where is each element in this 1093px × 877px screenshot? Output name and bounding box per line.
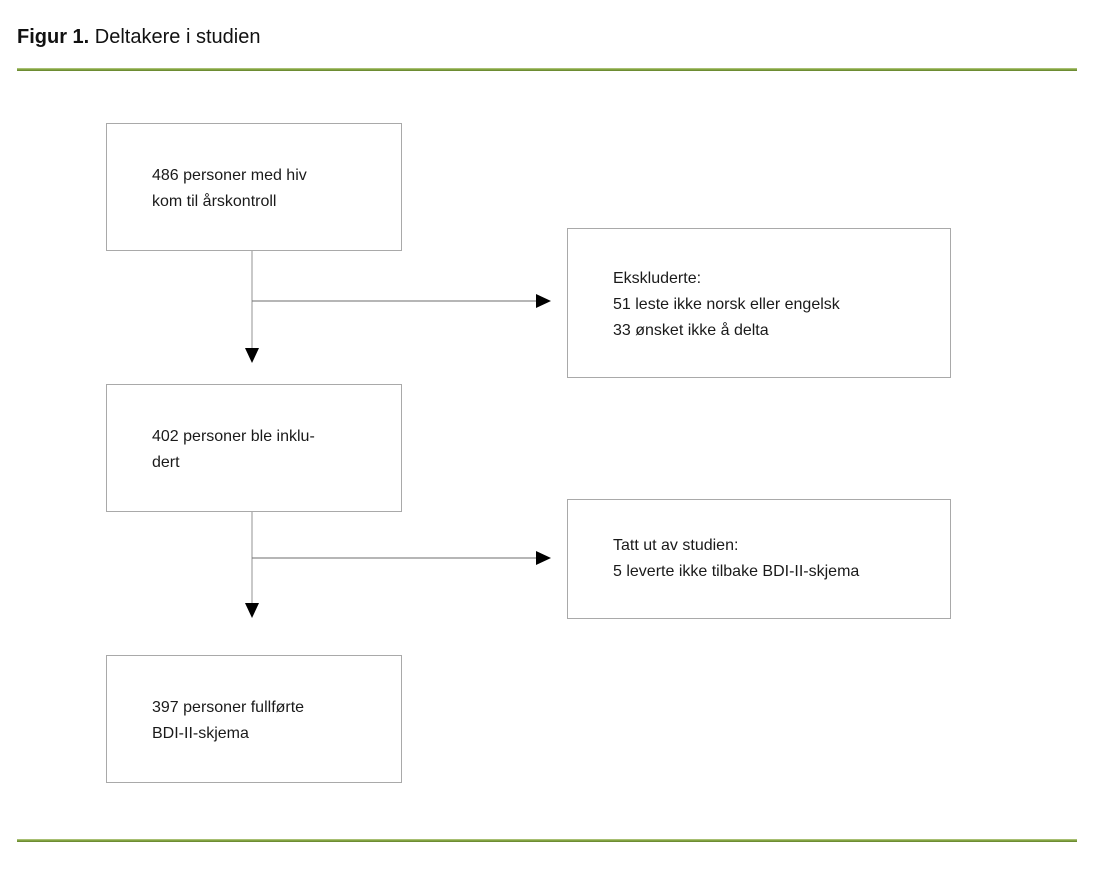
included-box-text: 402 personer ble inklu- dert (152, 428, 315, 471)
included-box: 402 personer ble inklu- dert (106, 384, 402, 512)
arrowhead-screened-to-included (245, 348, 259, 363)
screened-box-text: 486 personer med hiv kom til årskontroll (152, 167, 307, 210)
figure-caption: Deltakere i studien (89, 26, 261, 48)
screened-box: 486 personer med hiv kom til årskontroll (106, 123, 402, 251)
completed-box-text: 397 personer fullførte BDI-II-skjema (152, 699, 305, 742)
arrowhead-included-to-completed (245, 603, 259, 618)
top-divider-rule (17, 68, 1077, 71)
arrowhead-included-to-withdrawn (536, 551, 551, 565)
bottom-divider-rule (17, 839, 1077, 842)
excluded-box: Ekskluderte: 51 leste ikke norsk eller e… (567, 228, 951, 378)
page-title: Figur 1. Deltakere i studien (17, 24, 260, 50)
excluded-box-text: Ekskluderte: 51 leste ikke norsk eller e… (613, 270, 840, 339)
completed-box: 397 personer fullførte BDI-II-skjema (106, 655, 402, 783)
withdrawn-box-text: Tatt ut av studien: 5 leverte ikke tilba… (613, 537, 860, 580)
arrowhead-screened-to-excluded (536, 294, 551, 308)
withdrawn-box: Tatt ut av studien: 5 leverte ikke tilba… (567, 499, 951, 619)
figure-label: Figur 1. (17, 26, 90, 48)
